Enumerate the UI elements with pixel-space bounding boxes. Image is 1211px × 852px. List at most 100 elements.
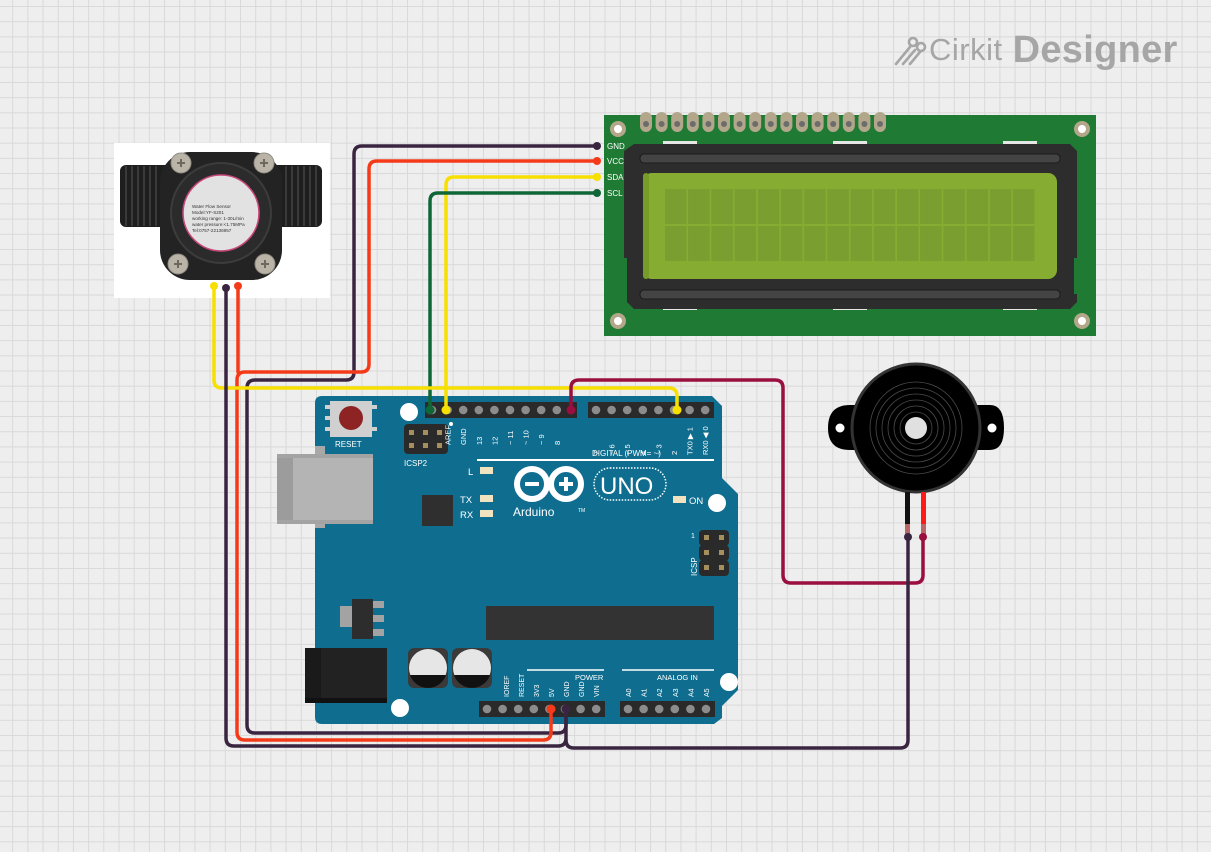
- analog-pin[interactable]: [670, 704, 680, 714]
- lcd-screen-shade: [643, 173, 649, 279]
- analog-pin[interactable]: [701, 704, 711, 714]
- analog-pin-label: A5: [704, 688, 711, 697]
- analog-pin-label: A4: [688, 688, 695, 697]
- lcd-char-cell: [873, 226, 896, 261]
- analog-pin-label: A1: [642, 688, 649, 697]
- lcd-char-cell: [1013, 226, 1035, 261]
- lcd-header-pin-hole: [877, 121, 883, 127]
- digital-pin[interactable]: [654, 405, 663, 415]
- dc-power-jack: [305, 648, 387, 703]
- digital-pin[interactable]: [490, 405, 499, 415]
- digital-pin[interactable]: [521, 405, 530, 415]
- digital-pin[interactable]: [552, 405, 562, 415]
- svg-text:Water Flow Sensor: Water Flow Sensor: [192, 204, 231, 209]
- lcd-header-pin-hole: [658, 121, 665, 127]
- lcd-16x2-i2c[interactable]: GND VCC SDA SCL: [604, 112, 1096, 336]
- buzzer-rings: [869, 381, 963, 475]
- power-pin-label: 5V: [549, 688, 556, 697]
- brand-logo: Cirkit Designer: [893, 28, 1178, 71]
- power-pin[interactable]: [591, 704, 601, 714]
- lcd-sda-wire[interactable]: [444, 175, 599, 412]
- digital-pin-label: 8: [553, 441, 562, 445]
- power-pin[interactable]: [529, 704, 539, 714]
- reset-button[interactable]: [325, 401, 377, 437]
- analog-pin[interactable]: [623, 704, 633, 714]
- voltage-regulator: [340, 599, 384, 639]
- lcd-char-cell: [827, 226, 849, 261]
- digital-pin[interactable]: [458, 405, 468, 415]
- power-label: POWER: [575, 673, 604, 682]
- power-pin-label: IOREF: [504, 676, 511, 697]
- svg-text:Tel:0757-22136957: Tel:0757-22136957: [192, 228, 232, 233]
- digital-pin[interactable]: [622, 405, 632, 415]
- digital-pin-label: 13: [475, 437, 484, 445]
- lcd-char-cell: [873, 189, 896, 224]
- sensor-thread-left: [120, 165, 172, 227]
- power-pin[interactable]: [498, 704, 507, 714]
- arduino-board: [315, 396, 738, 724]
- lcd-char-cell: [665, 189, 687, 224]
- lcd-pin-sda-label: SDA: [607, 173, 624, 182]
- lcd-pin-gnd-label: GND: [607, 142, 625, 151]
- lcd-char-cell: [827, 189, 849, 224]
- lcd-char-cell: [989, 226, 1012, 261]
- icsp-pin1-label: 1: [691, 533, 695, 540]
- lcd-vcc-wire[interactable]: [235, 159, 599, 742]
- lcd-char-cell: [757, 189, 780, 224]
- power-pin[interactable]: [513, 704, 523, 714]
- power-pin[interactable]: [576, 704, 585, 714]
- digital-pin[interactable]: [638, 405, 648, 415]
- analog-pin[interactable]: [639, 704, 648, 714]
- lcd-char-cell: [665, 226, 687, 261]
- digital-pin[interactable]: [474, 405, 484, 415]
- svg-text:water pressure:<1.75MPa: water pressure:<1.75MPa: [192, 222, 245, 227]
- lcd-char-cell: [1013, 189, 1035, 224]
- lcd-char-cell: [804, 189, 826, 224]
- lcd-char-cell: [711, 189, 733, 224]
- lcd-char-cell: [688, 226, 710, 261]
- brand-name-bold: Designer: [1012, 28, 1178, 71]
- digital-label: DIGITAL (PWM= ~): [592, 449, 661, 458]
- water-flow-sensor[interactable]: Water Flow Sensor Model:YF-S201 working …: [114, 143, 330, 298]
- digital-pin-label: 2: [670, 451, 679, 455]
- lcd-header-pin-hole: [767, 121, 774, 127]
- lcd-char-cell: [850, 189, 873, 224]
- digital-pin-label: RX0 ◀ 0: [701, 426, 710, 455]
- lcd-header-pin-hole: [721, 121, 727, 127]
- digital-pin-label: ~ 10: [522, 430, 531, 445]
- sensor-screws: [167, 152, 276, 275]
- status-leds: [480, 467, 686, 517]
- power-pins: [482, 704, 711, 714]
- analog-pin[interactable]: [654, 704, 664, 714]
- digital-pin[interactable]: [505, 405, 515, 415]
- digital-pin[interactable]: [536, 405, 546, 415]
- digital-pin-label: TX0 ▶ 1: [686, 427, 695, 455]
- power-pin-label: RESET: [519, 673, 526, 697]
- digital-pin[interactable]: [700, 405, 710, 415]
- sensor-signal-wire[interactable]: [212, 284, 679, 412]
- digital-pin[interactable]: [607, 405, 616, 415]
- analog-pin[interactable]: [686, 704, 695, 714]
- piezo-buzzer[interactable]: [828, 362, 1004, 534]
- arduino-logo-text: Arduino: [513, 505, 555, 519]
- led-labels: L TX RX ON: [460, 467, 703, 521]
- power-pin[interactable]: [482, 704, 492, 714]
- digital-pin-label: AREF: [444, 425, 453, 445]
- buzzer-signal-wire[interactable]: [569, 378, 925, 585]
- digital-pin[interactable]: [685, 405, 694, 415]
- svg-text:Model:YF-S201: Model:YF-S201: [192, 210, 224, 215]
- analog-pin-label: A2: [657, 688, 664, 697]
- lcd-header-pin-hole: [752, 121, 759, 127]
- digital-pin[interactable]: [591, 405, 601, 415]
- lcd-scl-wire[interactable]: [428, 191, 599, 412]
- digital-pin-label: ~ 6: [608, 444, 617, 455]
- lcd-gnd-wire[interactable]: [245, 144, 599, 735]
- digital-pin-label: ~ 3: [654, 444, 663, 455]
- digital-pin-label: 4: [639, 451, 648, 455]
- buzzer-gnd-wire[interactable]: [564, 535, 910, 750]
- buzzer-mount-hole-left: [835, 423, 845, 433]
- buzzer-lead-tip-negative: [905, 524, 910, 534]
